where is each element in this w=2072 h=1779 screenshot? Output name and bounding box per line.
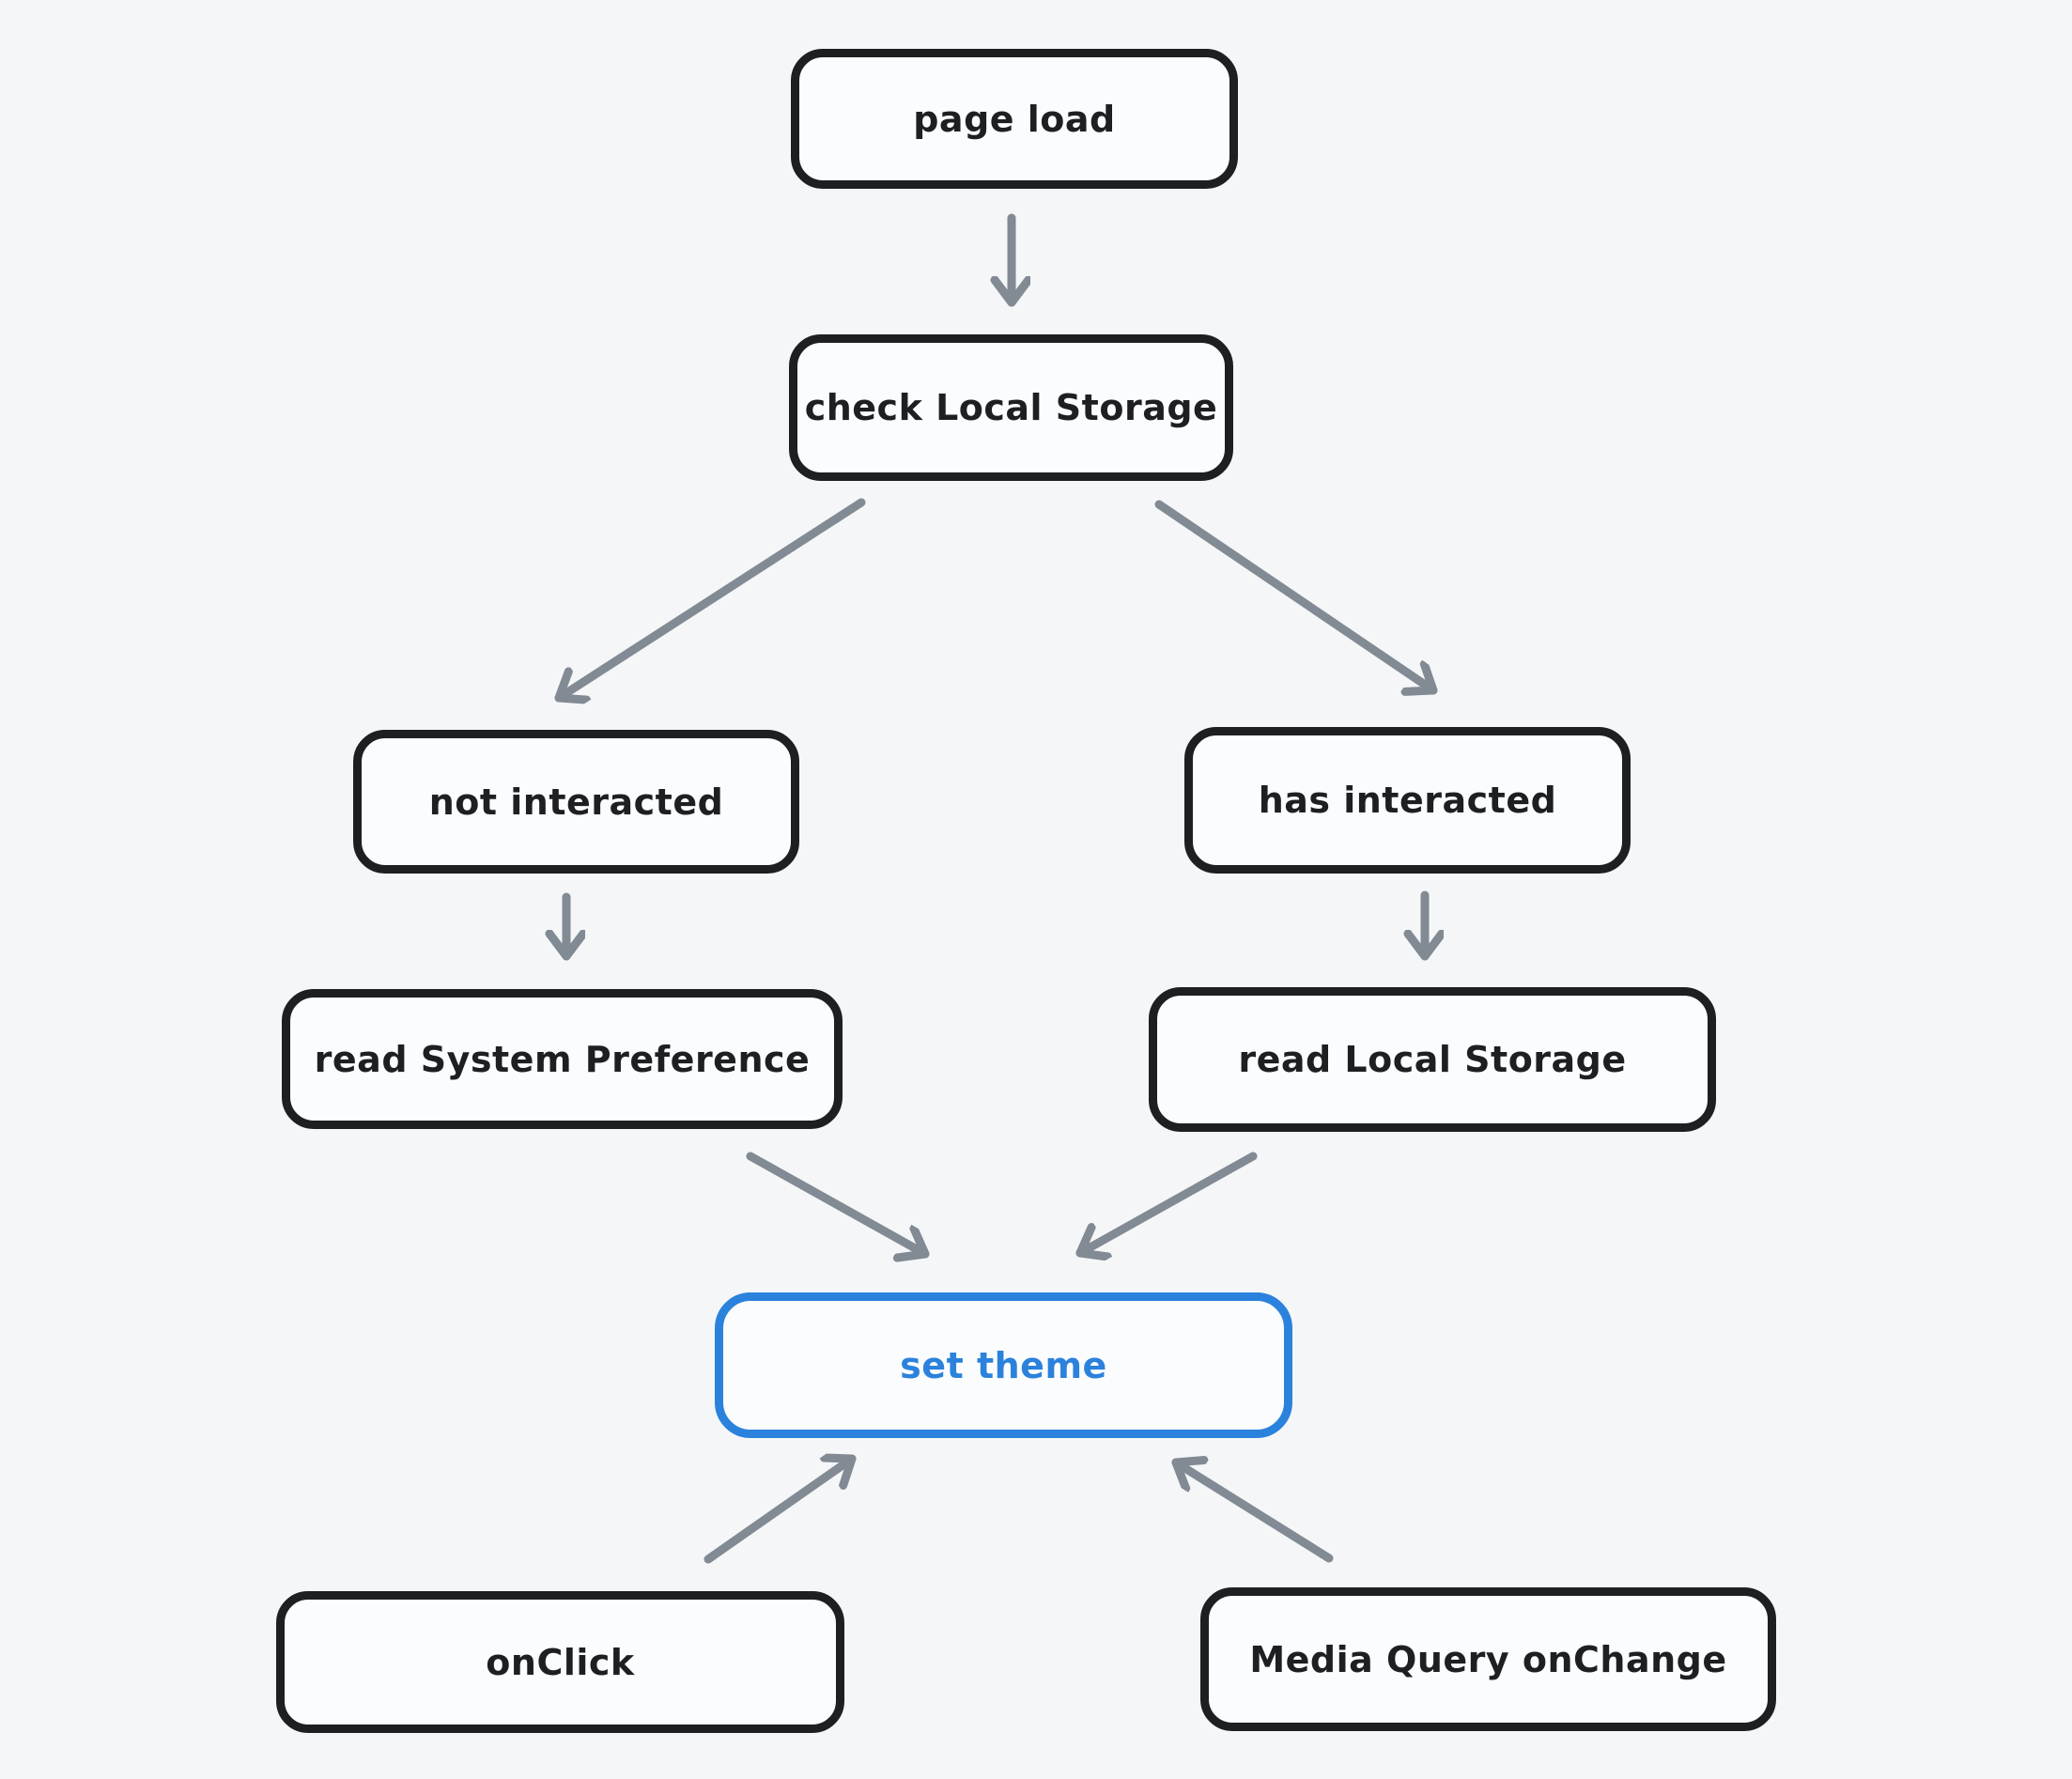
node-page-load-label: page load [913, 98, 1116, 140]
node-has-interacted-label: has interacted [1258, 780, 1557, 821]
node-not-interacted: not interacted [353, 730, 799, 874]
node-has-interacted: has interacted [1184, 727, 1631, 874]
node-set-theme-label: set theme [900, 1344, 1107, 1386]
arrow-read-local-storage-to-set-theme [1075, 1152, 1258, 1253]
node-read-system-preference-label: read System Preference [314, 1038, 811, 1080]
node-read-local-storage-label: read Local Storage [1238, 1039, 1627, 1080]
node-read-local-storage: read Local Storage [1149, 987, 1716, 1132]
node-onclick-label: onClick [486, 1641, 635, 1683]
arrow-media-query-onchange-to-set-theme [1171, 1462, 1334, 1563]
node-read-system-preference: read System Preference [282, 989, 843, 1129]
arrow-check-local-storage-to-has-interacted [1154, 500, 1438, 690]
node-onclick: onClick [276, 1591, 844, 1733]
node-page-load: page load [791, 49, 1238, 189]
node-not-interacted-label: not interacted [428, 781, 724, 823]
arrow-check-local-storage-to-not-interacted [554, 498, 866, 698]
arrow-onclick-to-set-theme [704, 1459, 857, 1564]
node-media-query-onchange-label: Media Query onChange [1249, 1638, 1727, 1680]
arrow-read-system-preference-to-set-theme [746, 1152, 930, 1254]
node-media-query-onchange: Media Query onChange [1200, 1587, 1776, 1731]
node-check-local-storage-label: check Local Storage [804, 387, 1218, 428]
node-set-theme: set theme [715, 1292, 1292, 1438]
node-check-local-storage: check Local Storage [789, 334, 1233, 481]
